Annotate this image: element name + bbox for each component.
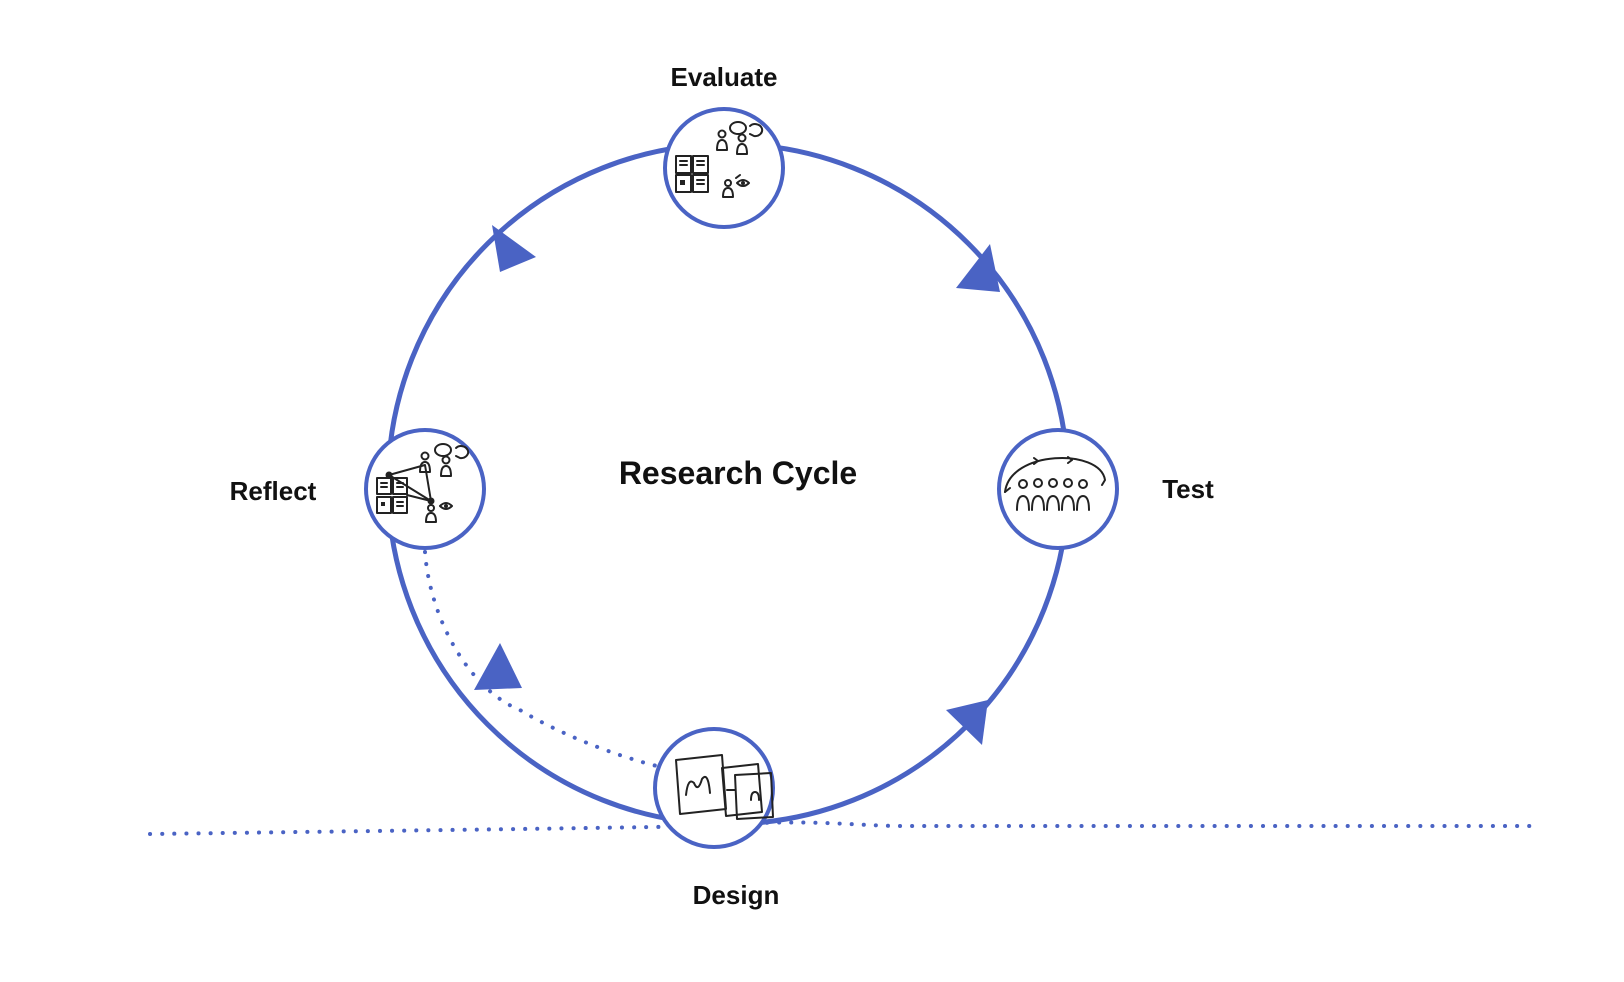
stage-node-evaluate[interactable] [663, 107, 785, 229]
stage-node-test[interactable] [997, 428, 1119, 550]
design-sketch-icon [675, 754, 774, 820]
test-sketch-icon [1004, 456, 1106, 511]
arrow-design-to-test [946, 700, 988, 745]
arrow-test-to-evaluate [956, 244, 1000, 292]
reflect-sketch-icon [376, 443, 470, 523]
stage-node-design[interactable] [653, 727, 775, 849]
dotted-return-path [423, 550, 667, 770]
stage-label-evaluate: Evaluate [671, 62, 778, 92]
stage-label-reflect: Reflect [230, 476, 317, 506]
stage-label-design: Design [693, 880, 780, 910]
stage-node-reflect[interactable] [364, 428, 486, 550]
arrow-evaluate-to-reflect [492, 225, 536, 272]
dotted-baseline [148, 820, 1532, 836]
evaluate-sketch-icon [675, 121, 764, 198]
center-title: Research Cycle [619, 455, 857, 491]
stage-label-test: Test [1162, 474, 1214, 504]
arrow-reflect-to-design [474, 643, 522, 690]
